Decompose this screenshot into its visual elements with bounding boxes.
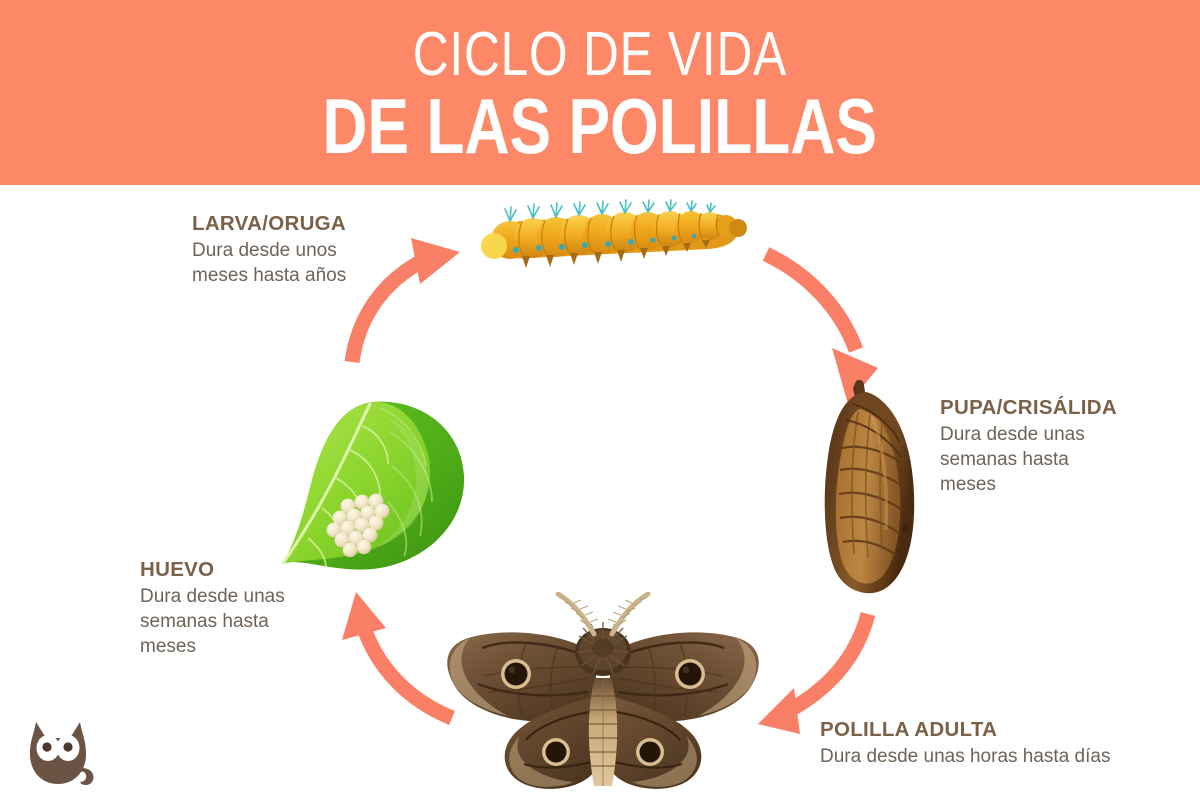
pupa-desc-line-1: Dura desde unas: [940, 424, 1085, 445]
stage-heading-pupa: PUPA/CRISÁLIDA: [940, 396, 1117, 419]
stage-heading-larva: LARVA/ORUGA: [192, 212, 347, 235]
title-line-1: CICLO DE VIDA: [412, 19, 788, 89]
title-line-2: DE LAS POLILLAS: [322, 81, 878, 170]
moth-illustration: [447, 592, 759, 789]
arrow-adulta-to-huevo: [342, 592, 455, 725]
owl-logo: [30, 722, 94, 785]
stage-label-huevo: HUEVO Dura desde unas semanas hasta mese…: [140, 558, 285, 659]
pupa-desc-line-2: semanas hasta: [940, 449, 1069, 470]
arrow-pupa-to-adulta: [758, 611, 876, 734]
egg-cluster: [326, 493, 390, 558]
stage-heading-adulta: POLILLA ADULTA: [820, 718, 998, 741]
header-banner: CICLO DE VIDA DE LAS POLILLAS: [0, 0, 1200, 185]
leaf-with-eggs-illustration: [282, 401, 465, 570]
stage-description-huevo: Dura desde unas semanas hasta meses: [140, 584, 285, 659]
stage-description-adulta: Dura desde unas horas hasta días: [820, 746, 1111, 767]
pupa-desc-line-3: meses: [940, 474, 996, 495]
arrow-larva-to-pupa: [762, 247, 878, 404]
larva-desc-line-1: Dura desde unos: [192, 240, 337, 261]
caterpillar-illustration: [481, 199, 747, 268]
stage-label-larva: LARVA/ORUGA Dura desde unos meses hasta …: [192, 212, 346, 288]
huevo-desc-line-2: semanas hasta: [140, 611, 269, 632]
chrysalis-illustration: [824, 380, 915, 594]
arrow-huevo-to-larva: [344, 238, 460, 364]
stage-label-pupa: PUPA/CRISÁLIDA Dura desde unas semanas h…: [940, 396, 1117, 497]
huevo-desc-line-3: meses: [140, 636, 196, 657]
stage-label-adulta: POLILLA ADULTA Dura desde unas horas has…: [820, 718, 1110, 769]
stage-description-larva: Dura desde unos meses hasta años: [192, 238, 346, 288]
stage-description-pupa: Dura desde unas semanas hasta meses: [940, 422, 1117, 497]
larva-desc-line-2: meses hasta años: [192, 265, 347, 286]
antennae: [555, 592, 651, 637]
stage-heading-huevo: HUEVO: [140, 558, 215, 581]
huevo-desc-line-1: Dura desde unas: [140, 586, 285, 607]
